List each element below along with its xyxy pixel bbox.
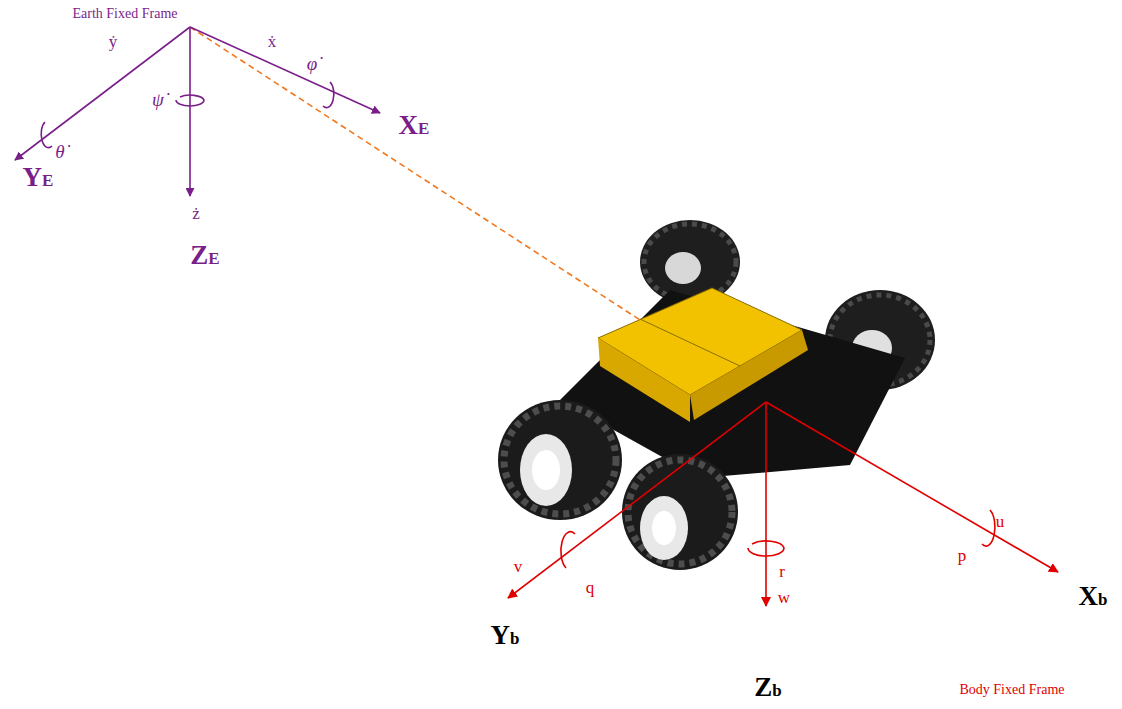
rate-symbol: ẋ (268, 33, 277, 52)
rate-symbol: p (958, 547, 967, 566)
robot-photo (498, 220, 935, 570)
rate-symbol: r (779, 563, 785, 582)
frame-title: Body Fixed Frame (960, 682, 1065, 697)
axis-name: Yb (491, 621, 520, 651)
rate-symbol: φ̇ (307, 54, 318, 75)
wheel (622, 454, 738, 570)
velocity-symbol: v (514, 558, 523, 577)
axis-name: ZE (190, 241, 219, 271)
axis-name: XE (399, 111, 430, 141)
rate-symbol: θ̇ (55, 142, 64, 163)
earth-axes (15, 27, 380, 196)
axis-name: Zb (754, 673, 781, 703)
velocity-symbol: w (778, 589, 790, 608)
rate-symbol: q (586, 579, 595, 598)
wheel (498, 400, 622, 520)
axis-name: YE (23, 163, 54, 193)
front-plate (598, 338, 690, 422)
velocity-symbol: u (996, 513, 1005, 532)
axis-name: Xb (1079, 582, 1108, 612)
frame-title: Earth Fixed Frame (73, 6, 178, 21)
wheel (640, 220, 740, 304)
rate-symbol: ż (192, 205, 200, 224)
rate-symbol: ẏ (109, 33, 118, 52)
body-axes (508, 402, 1058, 606)
rate-symbol: ψ̇ (152, 90, 164, 111)
